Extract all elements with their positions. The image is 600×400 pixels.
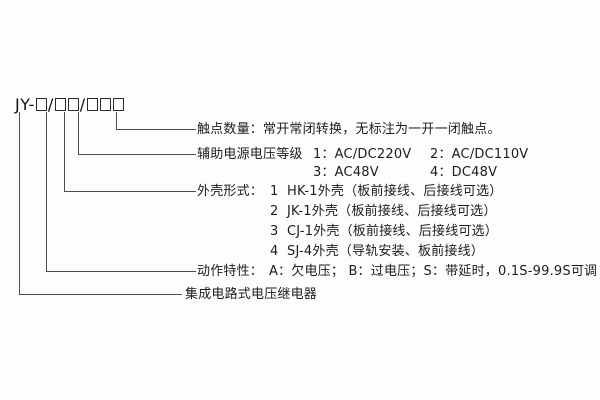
- connector-product: [19, 112, 182, 295]
- aux-power-option-2: 2：AC/DC110V: [430, 147, 529, 162]
- case-option-text: SJ-4外壳（导轨安装、板前接线）: [287, 244, 484, 259]
- aux-power-option-4: 4：DC48V: [430, 165, 498, 180]
- case-option-num: 4: [270, 244, 279, 259]
- aux-power-label: 辅助电源电压等级: [197, 147, 303, 162]
- case-type-option: 1 HK-1外壳（板前接线、后接线可选）: [270, 184, 503, 200]
- action-text: A：欠电压； B：过电压；S：带延时，0.1S-99.9S可调: [269, 264, 598, 279]
- connector-case-type: [64, 112, 196, 192]
- connector-action: [46, 112, 196, 272]
- connector-aux-power: [78, 112, 196, 155]
- contacts-label: 触点数量：常开常闭转换，无标注为一开一闭触点。: [197, 122, 501, 137]
- connector-contacts: [116, 112, 196, 130]
- case-option-text: CJ-1外壳（板前接线、后接线可选）: [287, 224, 499, 239]
- case-type-option: 4 SJ-4外壳（导轨安装、板前接线）: [270, 244, 484, 260]
- case-type-option: 3 CJ-1外壳（板前接线、后接线可选）: [270, 224, 498, 240]
- case-type-label: 外壳形式：: [197, 184, 264, 199]
- aux-power-option-3: 3：AC48V: [313, 165, 379, 180]
- case-option-num: 1: [270, 184, 279, 199]
- case-option-text: HK-1外壳（板前接线、后接线可选）: [287, 184, 503, 199]
- case-option-text: JK-1外壳（板前接线、后接线可选）: [287, 204, 497, 219]
- aux-power-option-1: 1：AC/DC220V: [313, 147, 412, 162]
- case-option-num: 3: [270, 224, 279, 239]
- product-name-label: 集成电路式电压继电器: [185, 287, 318, 302]
- case-option-num: 2: [270, 204, 279, 219]
- model-code: JY-//: [15, 95, 125, 114]
- action-row: 动作特性： A：欠电压； B：过电压；S：带延时，0.1S-99.9S可调: [197, 264, 597, 280]
- action-label: 动作特性：: [197, 264, 264, 279]
- case-type-option: 2 JK-1外壳（板前接线、后接线可选）: [270, 204, 497, 220]
